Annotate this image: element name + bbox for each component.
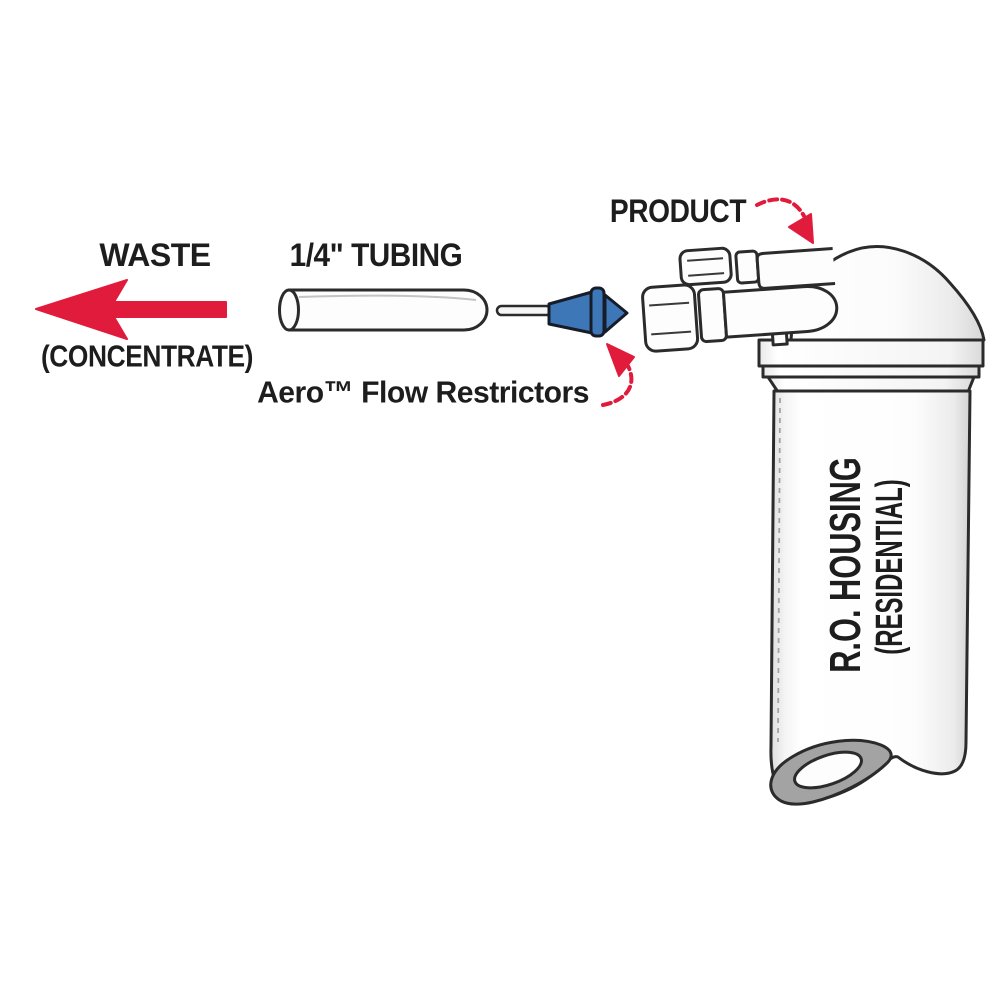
product-pointer-arrow	[755, 197, 814, 244]
concentrate-label: (CONCENTRATE)	[40, 338, 254, 374]
restrictor-cone	[547, 290, 594, 335]
housing-label-line1: R.O. HOUSING	[821, 457, 870, 673]
housing-left-seam	[777, 397, 781, 743]
fitting-assembly	[641, 246, 839, 353]
restrictors-label: Aero™ Flow Restrictors	[257, 374, 589, 410]
compression-nut	[641, 283, 700, 353]
tube-open-end	[278, 288, 300, 332]
waste-arrow	[35, 279, 227, 340]
restrictor-tip	[603, 293, 629, 334]
housing-bottom-hole	[793, 750, 863, 790]
housing-collar	[757, 338, 985, 394]
housing-label-line2: (RESIDENTIAL)	[869, 479, 911, 655]
quarter-inch-tube	[278, 288, 489, 332]
waste-label: WASTE	[99, 237, 211, 273]
elbow-tube	[721, 285, 839, 339]
product-port-collar	[734, 249, 761, 285]
tubing-label: 1/4" TUBING	[289, 237, 463, 273]
flow-restrictor	[495, 286, 629, 338]
product-port-nut	[678, 246, 733, 287]
restrictor-flange	[589, 286, 606, 338]
restrictor-pointer-arrow	[601, 343, 635, 407]
product-label: PRODUCT	[609, 193, 747, 229]
ro-housing	[757, 245, 986, 806]
product-port-tube	[755, 247, 836, 290]
restrictor-needle	[495, 304, 553, 317]
